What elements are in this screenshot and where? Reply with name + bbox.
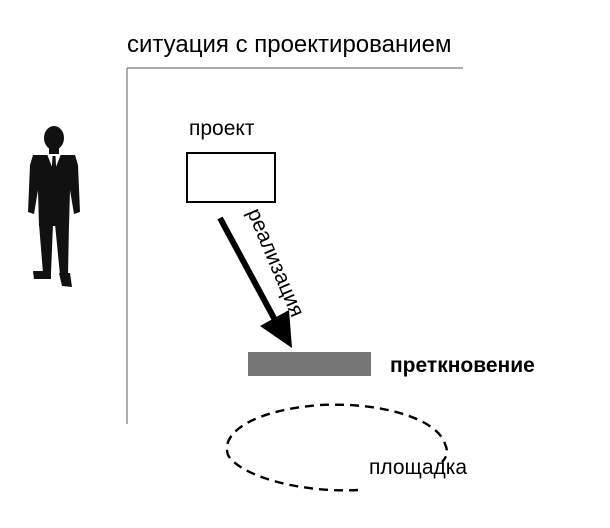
diagram-title: ситуация с проектированием — [127, 31, 451, 58]
site-outline — [225, 403, 449, 492]
arrow-label: реализация — [242, 205, 308, 320]
businessman-icon — [28, 126, 80, 287]
project-label: проект — [189, 117, 255, 140]
project-box — [186, 152, 276, 203]
implementation-arrow — [217, 216, 292, 348]
site-label: площадка — [369, 456, 467, 479]
obstacle-bar — [248, 352, 371, 376]
obstacle-label: преткновение — [390, 354, 535, 377]
